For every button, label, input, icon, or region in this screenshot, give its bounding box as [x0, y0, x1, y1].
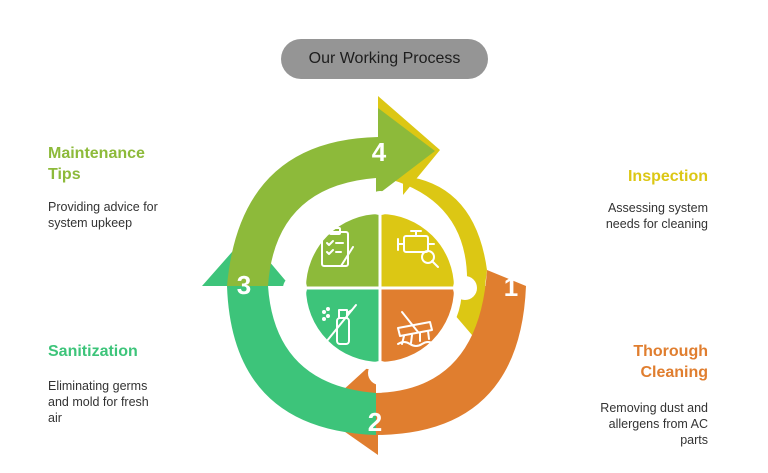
- quadrant-inspection: [380, 210, 458, 288]
- step-3-title: Sanitization: [48, 341, 138, 362]
- step-2-title: Thorough Cleaning: [633, 341, 708, 383]
- step-3-number: 3: [237, 270, 251, 300]
- step-4-desc-line-2: system upkeep: [48, 216, 133, 230]
- step-2-description: Removing dust and allergens from AC part…: [600, 400, 708, 448]
- step-4-title: Maintenance Tips: [48, 143, 145, 185]
- step-3-desc-line-3: air: [48, 411, 62, 425]
- step-4-number: 4: [372, 137, 387, 167]
- engine-inspect-icon: [397, 230, 439, 268]
- step-1-title: Inspection: [628, 166, 708, 187]
- step-1-desc-line-1: Assessing system: [607, 201, 708, 215]
- step-2-title-line-2: Cleaning: [640, 364, 708, 381]
- step-3-desc-line-1: Eliminating germs: [48, 379, 148, 393]
- step-3-desc-line-2: and mold for fresh: [48, 395, 149, 409]
- step-3-description: Eliminating germs and mold for fresh air: [48, 378, 149, 426]
- quadrant-sanitization: [302, 288, 380, 366]
- step-4-description: Providing advice for system upkeep: [48, 199, 158, 231]
- clipboard-checklist-icon: [321, 227, 354, 267]
- step-2-desc-line-2: allergens from AC: [608, 417, 708, 431]
- no-spray-icon: [321, 304, 357, 348]
- step-1-desc-line-2: needs for cleaning: [605, 217, 708, 231]
- step-4-title-line-1: Maintenance: [48, 145, 145, 162]
- step-3-title-line-1: Sanitization: [48, 343, 138, 360]
- cleaning-brush-icon: [397, 311, 435, 347]
- arc-arrow-4: [227, 108, 435, 286]
- step-2-desc-line-3: parts: [680, 433, 708, 447]
- quadrant-maintenance: [302, 210, 380, 288]
- step-1-title-line-1: Inspection: [627, 168, 708, 185]
- step-1-number: 1: [504, 272, 518, 302]
- step-2-title-line-1: Thorough: [633, 343, 708, 360]
- step-2-number: 2: [368, 407, 382, 437]
- step-4-desc-line-1: Providing advice for: [48, 200, 158, 214]
- step-1-description: Assessing system needs for cleaning: [606, 200, 708, 232]
- step-2-desc-line-1: Removing dust and: [600, 401, 708, 415]
- quadrant-cleaning: [380, 288, 458, 366]
- step-4-title-line-2: Tips: [48, 166, 81, 183]
- process-title: Our Working Process: [308, 50, 461, 67]
- inner-circle: [283, 191, 477, 385]
- title-pill: Our Working Process: [281, 39, 488, 79]
